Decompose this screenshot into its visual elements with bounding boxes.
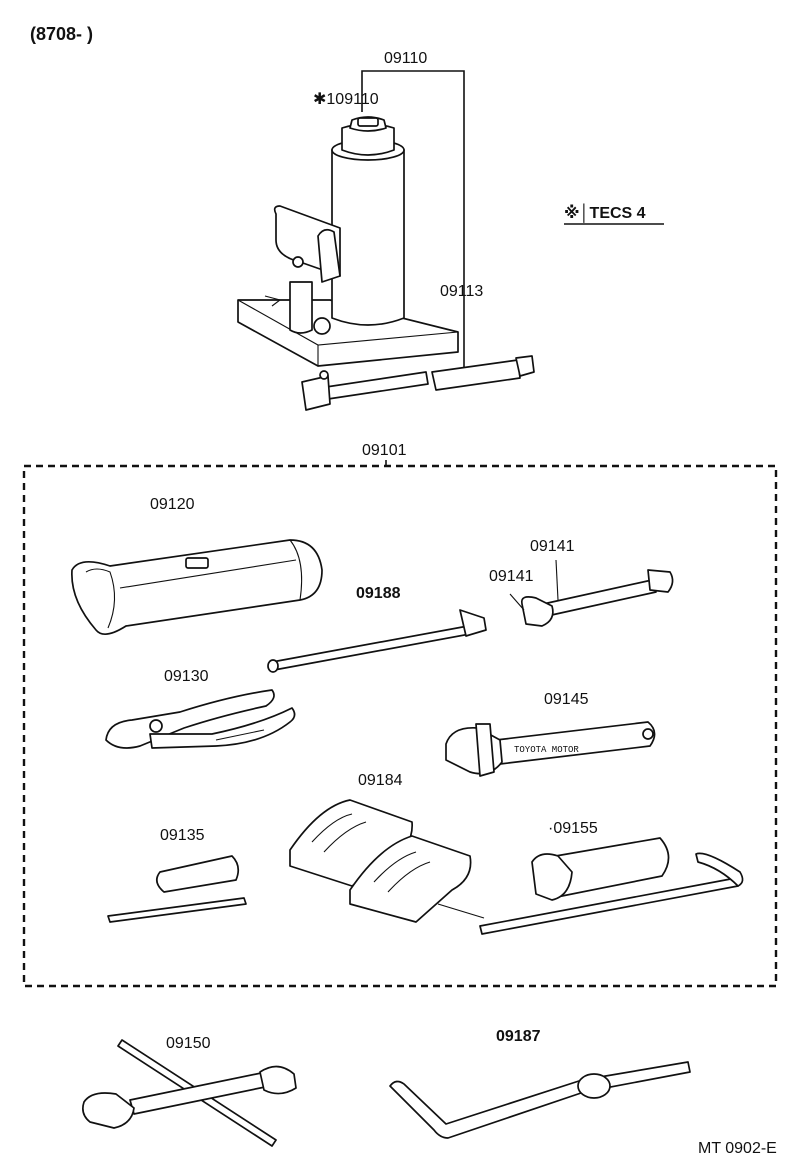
jack-part-label: ✱109110 [313, 91, 379, 108]
tool-label-09145: 09145 [544, 691, 589, 708]
date-range-label: (8708- ) [30, 24, 93, 44]
tool-label-09188: 09188 [356, 585, 401, 602]
jack-illustration: 09110 ✱109110 09113 [237, 50, 535, 411]
screwdriver-illustration [107, 855, 247, 923]
open-wrench-illustration [509, 559, 674, 627]
socket-bar-illustration [479, 837, 744, 935]
lug-wrench-illustration [82, 1039, 297, 1147]
tool-label-09130: 09130 [164, 668, 209, 685]
crank-handle-illustration [389, 1061, 691, 1139]
tool-label-09135: 09135 [160, 827, 205, 844]
tecs-note-label: ※│TECS 4 [564, 203, 646, 223]
tool-kit-group-label: 09101 [362, 442, 407, 459]
footer-ref-label: MT 0902-E [698, 1140, 777, 1157]
jack-handle-label: 09113 [440, 283, 483, 300]
tool-kit-box [22, 464, 778, 988]
tool-label-09150: 09150 [166, 1035, 211, 1052]
pliers-illustration [105, 689, 296, 749]
tool-label-09184: 09184 [358, 772, 403, 789]
tecs-note: ※│TECS 4 [564, 203, 664, 225]
tool-label-09120: 09120 [150, 496, 195, 513]
jack-group-bracket [361, 70, 465, 368]
pry-bar-illustration [267, 609, 487, 673]
tool-label-09141-b: 09141 [489, 568, 534, 585]
wrench-brand-text: TOYOTA MOTOR [514, 745, 579, 755]
tool-label-09141-a: 09141 [530, 538, 575, 555]
wheel-chocks-illustration [289, 799, 485, 923]
tool-label-09155: ·09155 [548, 820, 598, 837]
tool-bag-illustration [71, 539, 323, 635]
tool-label-09187: 09187 [496, 1028, 541, 1045]
adjustable-wrench-illustration: TOYOTA MOTOR [445, 721, 656, 777]
jack-group-label: 09110 [384, 50, 427, 67]
